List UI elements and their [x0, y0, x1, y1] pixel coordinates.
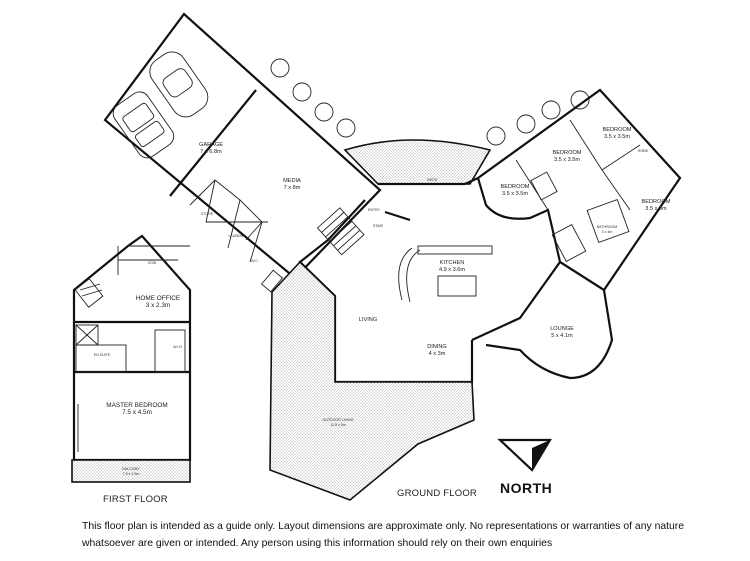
- label-bedroom-3: BEDROOM: [603, 127, 632, 133]
- room-labels: GARAGE 7 x 6.8m MEDIA 7 x 8m STORE LAUND…: [94, 127, 671, 476]
- label-garage-size: 7 x 6.8m: [200, 149, 222, 155]
- label-bathroom: BATHROOM: [597, 225, 618, 229]
- label-bedroom-1-size: 3.5 x 3.5m: [502, 191, 528, 197]
- label-garage: GARAGE: [199, 142, 223, 148]
- label-wir: W.I.R.: [173, 345, 183, 349]
- label-en-suite: EN SUITE: [94, 353, 111, 357]
- lounge-walls: [471, 260, 614, 380]
- label-robe: ROBE: [638, 149, 649, 153]
- label-stair: STAIR: [373, 224, 384, 228]
- label-bedroom-2-size: 3.5 x 3.5m: [554, 157, 580, 163]
- label-entry: ENTRY: [368, 208, 381, 212]
- garage-media-wing: [103, 12, 382, 293]
- label-kitchen-size: 4.9 x 3.6m: [439, 267, 465, 273]
- label-deck: DECK: [427, 178, 438, 182]
- label-lounge: LOUNGE: [550, 326, 574, 332]
- label-home-office: HOME OFFICE: [136, 295, 180, 302]
- label-bedroom-3-size: 3.5 x 3.5m: [604, 134, 630, 140]
- label-bathroom-size: 3 x 4m: [602, 230, 613, 234]
- trees-icon: [270, 58, 590, 146]
- label-master-bedroom: MASTER BEDROOM: [106, 402, 167, 409]
- front-deck: [343, 139, 492, 185]
- car-1-icon: [112, 91, 175, 159]
- disclaimer-line-2: whatsoever are given or intended. Any pe…: [82, 538, 553, 549]
- label-laundry: LAUNDRY: [228, 234, 246, 238]
- label-outdoor-living: OUTDOOR LIVING: [322, 418, 353, 422]
- bedroom-wing: [464, 88, 682, 291]
- label-balcony: BALCONY: [122, 467, 140, 471]
- north-label: NORTH: [500, 480, 553, 496]
- label-kitchen: KITCHEN: [440, 260, 465, 266]
- label-lounge-size: 5 x 4.1m: [551, 333, 573, 339]
- label-store: STORE: [201, 212, 214, 216]
- label-balcony-size: 7.5 x 1.5m: [123, 472, 140, 476]
- disclaimer-line-1: This floor plan is intended as a guide o…: [82, 521, 685, 532]
- label-wc: W.C.: [251, 259, 259, 263]
- label-bedroom-4-size: 3.5 x 3m: [645, 206, 667, 212]
- label-master-bedroom-size: 7.5 x 4.5m: [122, 409, 152, 416]
- label-media: MEDIA: [283, 178, 301, 184]
- label-dining: DINING: [427, 344, 447, 350]
- label-void: VOID: [148, 261, 157, 265]
- ground-floor-caption: GROUND FLOOR: [397, 488, 477, 499]
- car-2-icon: [149, 51, 209, 118]
- north-arrow-icon: [497, 438, 552, 472]
- label-bedroom-2: BEDROOM: [553, 150, 582, 156]
- label-living: LIVING: [359, 317, 377, 323]
- first-floor-caption: FIRST FLOOR: [103, 494, 168, 505]
- label-home-office-size: 3 x 2.3m: [146, 302, 171, 309]
- label-bedroom-4: BEDROOM: [642, 199, 671, 205]
- label-dining-size: 4 x 3m: [429, 351, 446, 357]
- outdoor-living-deck: [269, 260, 475, 501]
- first-floor-plan: [71, 234, 192, 483]
- label-media-size: 7 x 8m: [284, 185, 301, 191]
- label-bedroom-1: BEDROOM: [501, 184, 530, 190]
- label-outdoor-living-size: 11.5 x 5m: [330, 423, 346, 427]
